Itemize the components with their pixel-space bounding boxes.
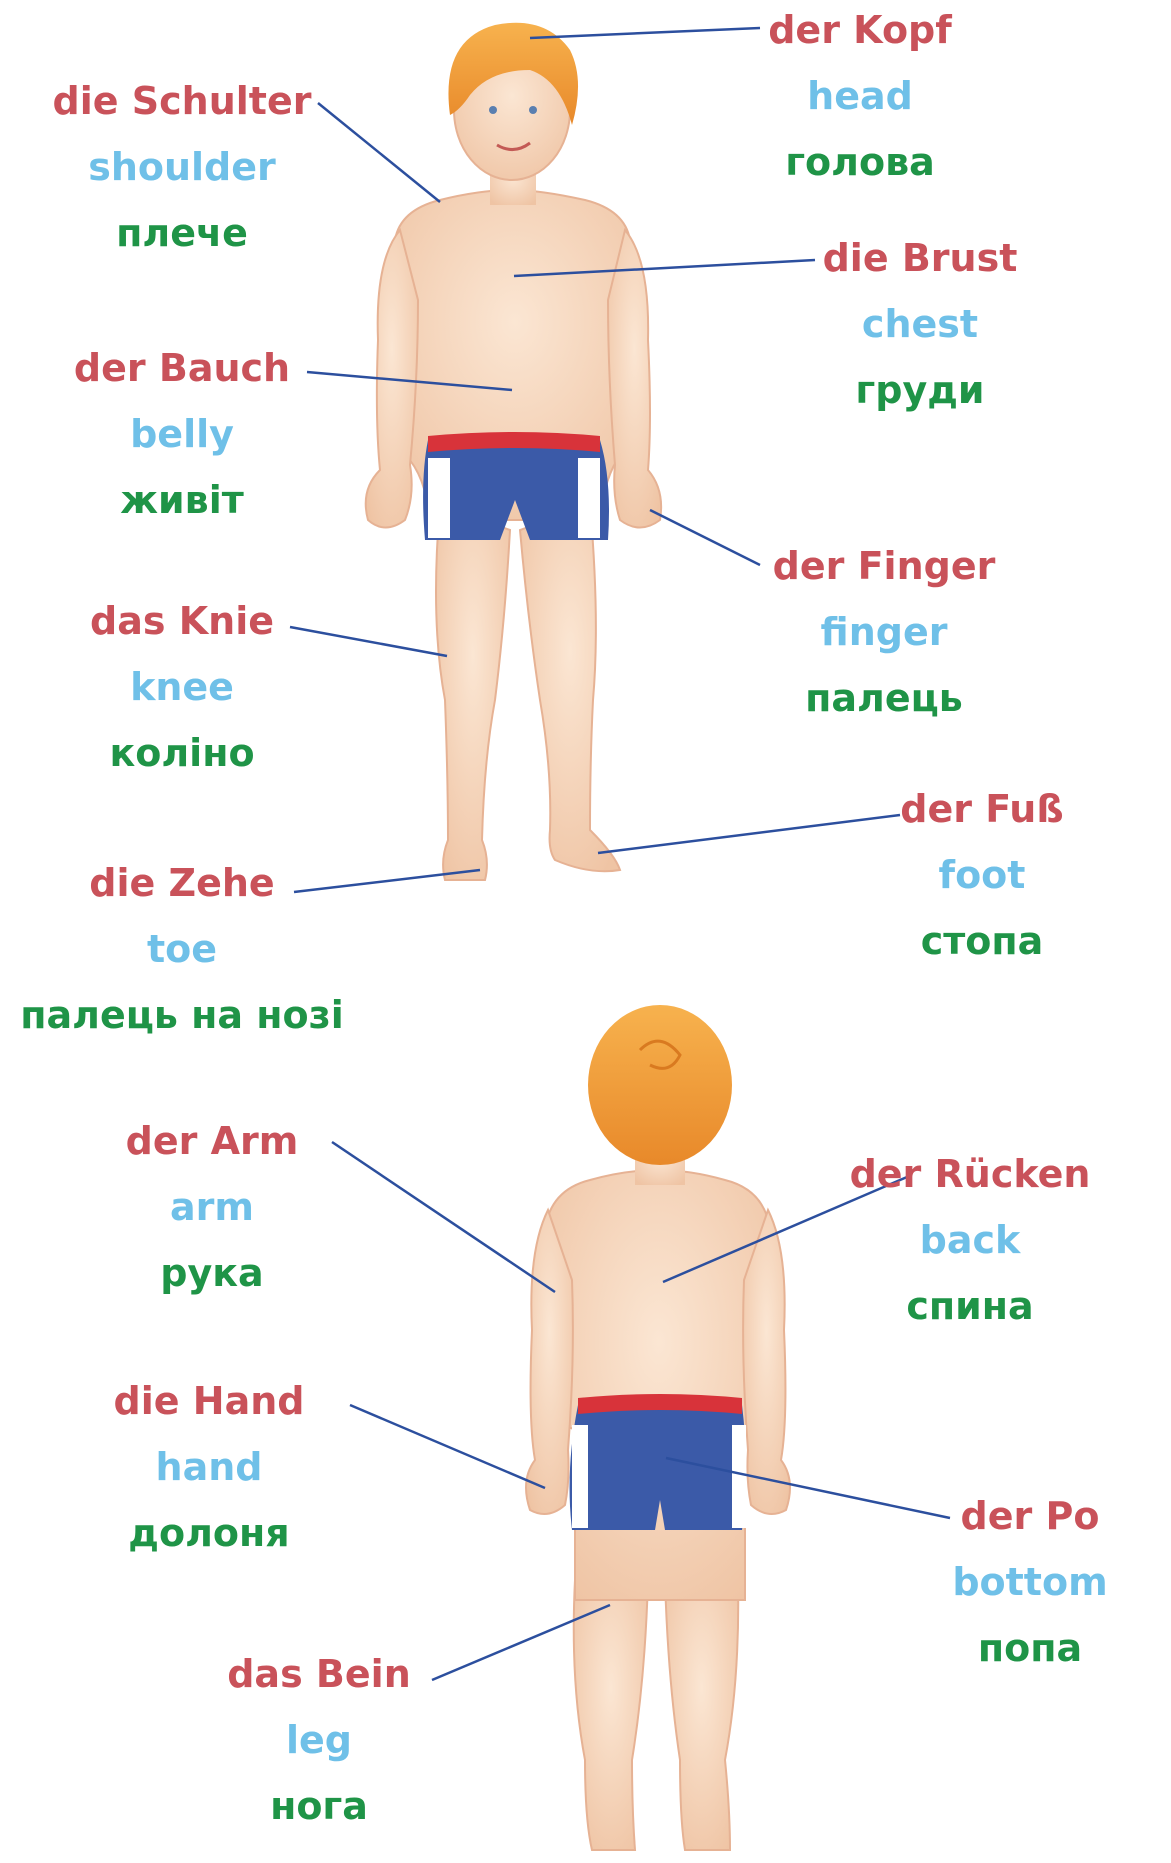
label-back-ukrainian: спина — [780, 1273, 1160, 1339]
label-chest-ukrainian: груди — [730, 357, 1110, 423]
front-trunks-stripe-left — [428, 458, 450, 538]
label-hand-german: die Hand — [19, 1368, 399, 1434]
label-arm-english: arm — [22, 1174, 402, 1240]
label-finger-german: der Finger — [694, 533, 1074, 599]
back-boy-figure — [526, 1005, 790, 1850]
label-leg: das Bein leg нога — [129, 1641, 509, 1839]
label-back-german: der Rücken — [780, 1141, 1160, 1207]
label-chest-english: chest — [730, 291, 1110, 357]
label-foot-english: foot — [792, 842, 1171, 908]
back-head-hair — [588, 1005, 732, 1165]
label-arm-german: der Arm — [22, 1108, 402, 1174]
label-belly-english: belly — [0, 401, 372, 467]
label-bottom-english: bottom — [840, 1549, 1171, 1615]
label-knee-english: knee — [0, 654, 372, 720]
label-hand-english: hand — [19, 1434, 399, 1500]
label-chest-german: die Brust — [730, 225, 1110, 291]
front-right-leg — [520, 505, 620, 871]
label-head-ukrainian: голова — [670, 129, 1050, 195]
label-back: der Rücken back спина — [780, 1141, 1160, 1339]
front-trunks-stripe-right — [578, 458, 600, 538]
label-foot-german: der Fuß — [792, 776, 1171, 842]
label-bottom-german: der Po — [840, 1483, 1171, 1549]
back-trunks-stripe-right — [732, 1425, 746, 1528]
front-left-leg — [436, 505, 510, 880]
label-shoulder-ukrainian: плече — [0, 200, 372, 266]
label-finger-english: finger — [694, 599, 1074, 665]
front-right-arm — [608, 230, 661, 528]
back-swim-trunks — [570, 1405, 746, 1530]
label-bottom: der Po bottom попа — [840, 1483, 1171, 1681]
back-right-leg — [665, 1580, 738, 1850]
front-boy-figure — [366, 23, 661, 880]
label-knee: das Knie knee коліно — [0, 588, 372, 786]
label-shoulder-german: die Schulter — [0, 68, 372, 134]
label-belly: der Bauch belly живіт — [0, 335, 372, 533]
label-foot: der Fuß foot стопа — [792, 776, 1171, 974]
label-shoulder-english: shoulder — [0, 134, 372, 200]
label-toe-german: die Zehe — [0, 850, 372, 916]
label-belly-german: der Bauch — [0, 335, 372, 401]
back-left-leg — [574, 1580, 648, 1850]
label-hand: die Hand hand долоня — [19, 1368, 399, 1566]
label-head: der Kopf head голова — [670, 0, 1050, 195]
label-leg-english: leg — [129, 1707, 509, 1773]
front-eye-right — [529, 106, 537, 114]
label-head-english: head — [670, 63, 1050, 129]
label-toe: die Zehe toe палець на нозі — [0, 850, 372, 1048]
label-knee-german: das Knie — [0, 588, 372, 654]
label-back-english: back — [780, 1207, 1160, 1273]
label-finger: der Finger finger палець — [694, 533, 1074, 731]
label-arm-ukrainian: рука — [22, 1240, 402, 1306]
front-eye-left — [489, 106, 497, 114]
label-leg-german: das Bein — [129, 1641, 509, 1707]
label-hand-ukrainian: долоня — [19, 1500, 399, 1566]
label-bottom-ukrainian: попа — [840, 1615, 1171, 1681]
label-toe-ukrainian: палець на нозі — [0, 982, 372, 1048]
back-torso — [544, 1170, 774, 1600]
label-finger-ukrainian: палець — [694, 665, 1074, 731]
label-belly-ukrainian: живіт — [0, 467, 372, 533]
label-knee-ukrainian: коліно — [0, 720, 372, 786]
label-leg-ukrainian: нога — [129, 1773, 509, 1839]
label-head-german: der Kopf — [670, 0, 1050, 63]
label-arm: der Arm arm рука — [22, 1108, 402, 1306]
label-foot-ukrainian: стопа — [792, 908, 1171, 974]
label-toe-english: toe — [0, 916, 372, 982]
label-chest: die Brust chest груди — [730, 225, 1110, 423]
back-trunks-stripe-left — [572, 1425, 588, 1528]
label-shoulder: die Schulter shoulder плече — [0, 68, 372, 266]
